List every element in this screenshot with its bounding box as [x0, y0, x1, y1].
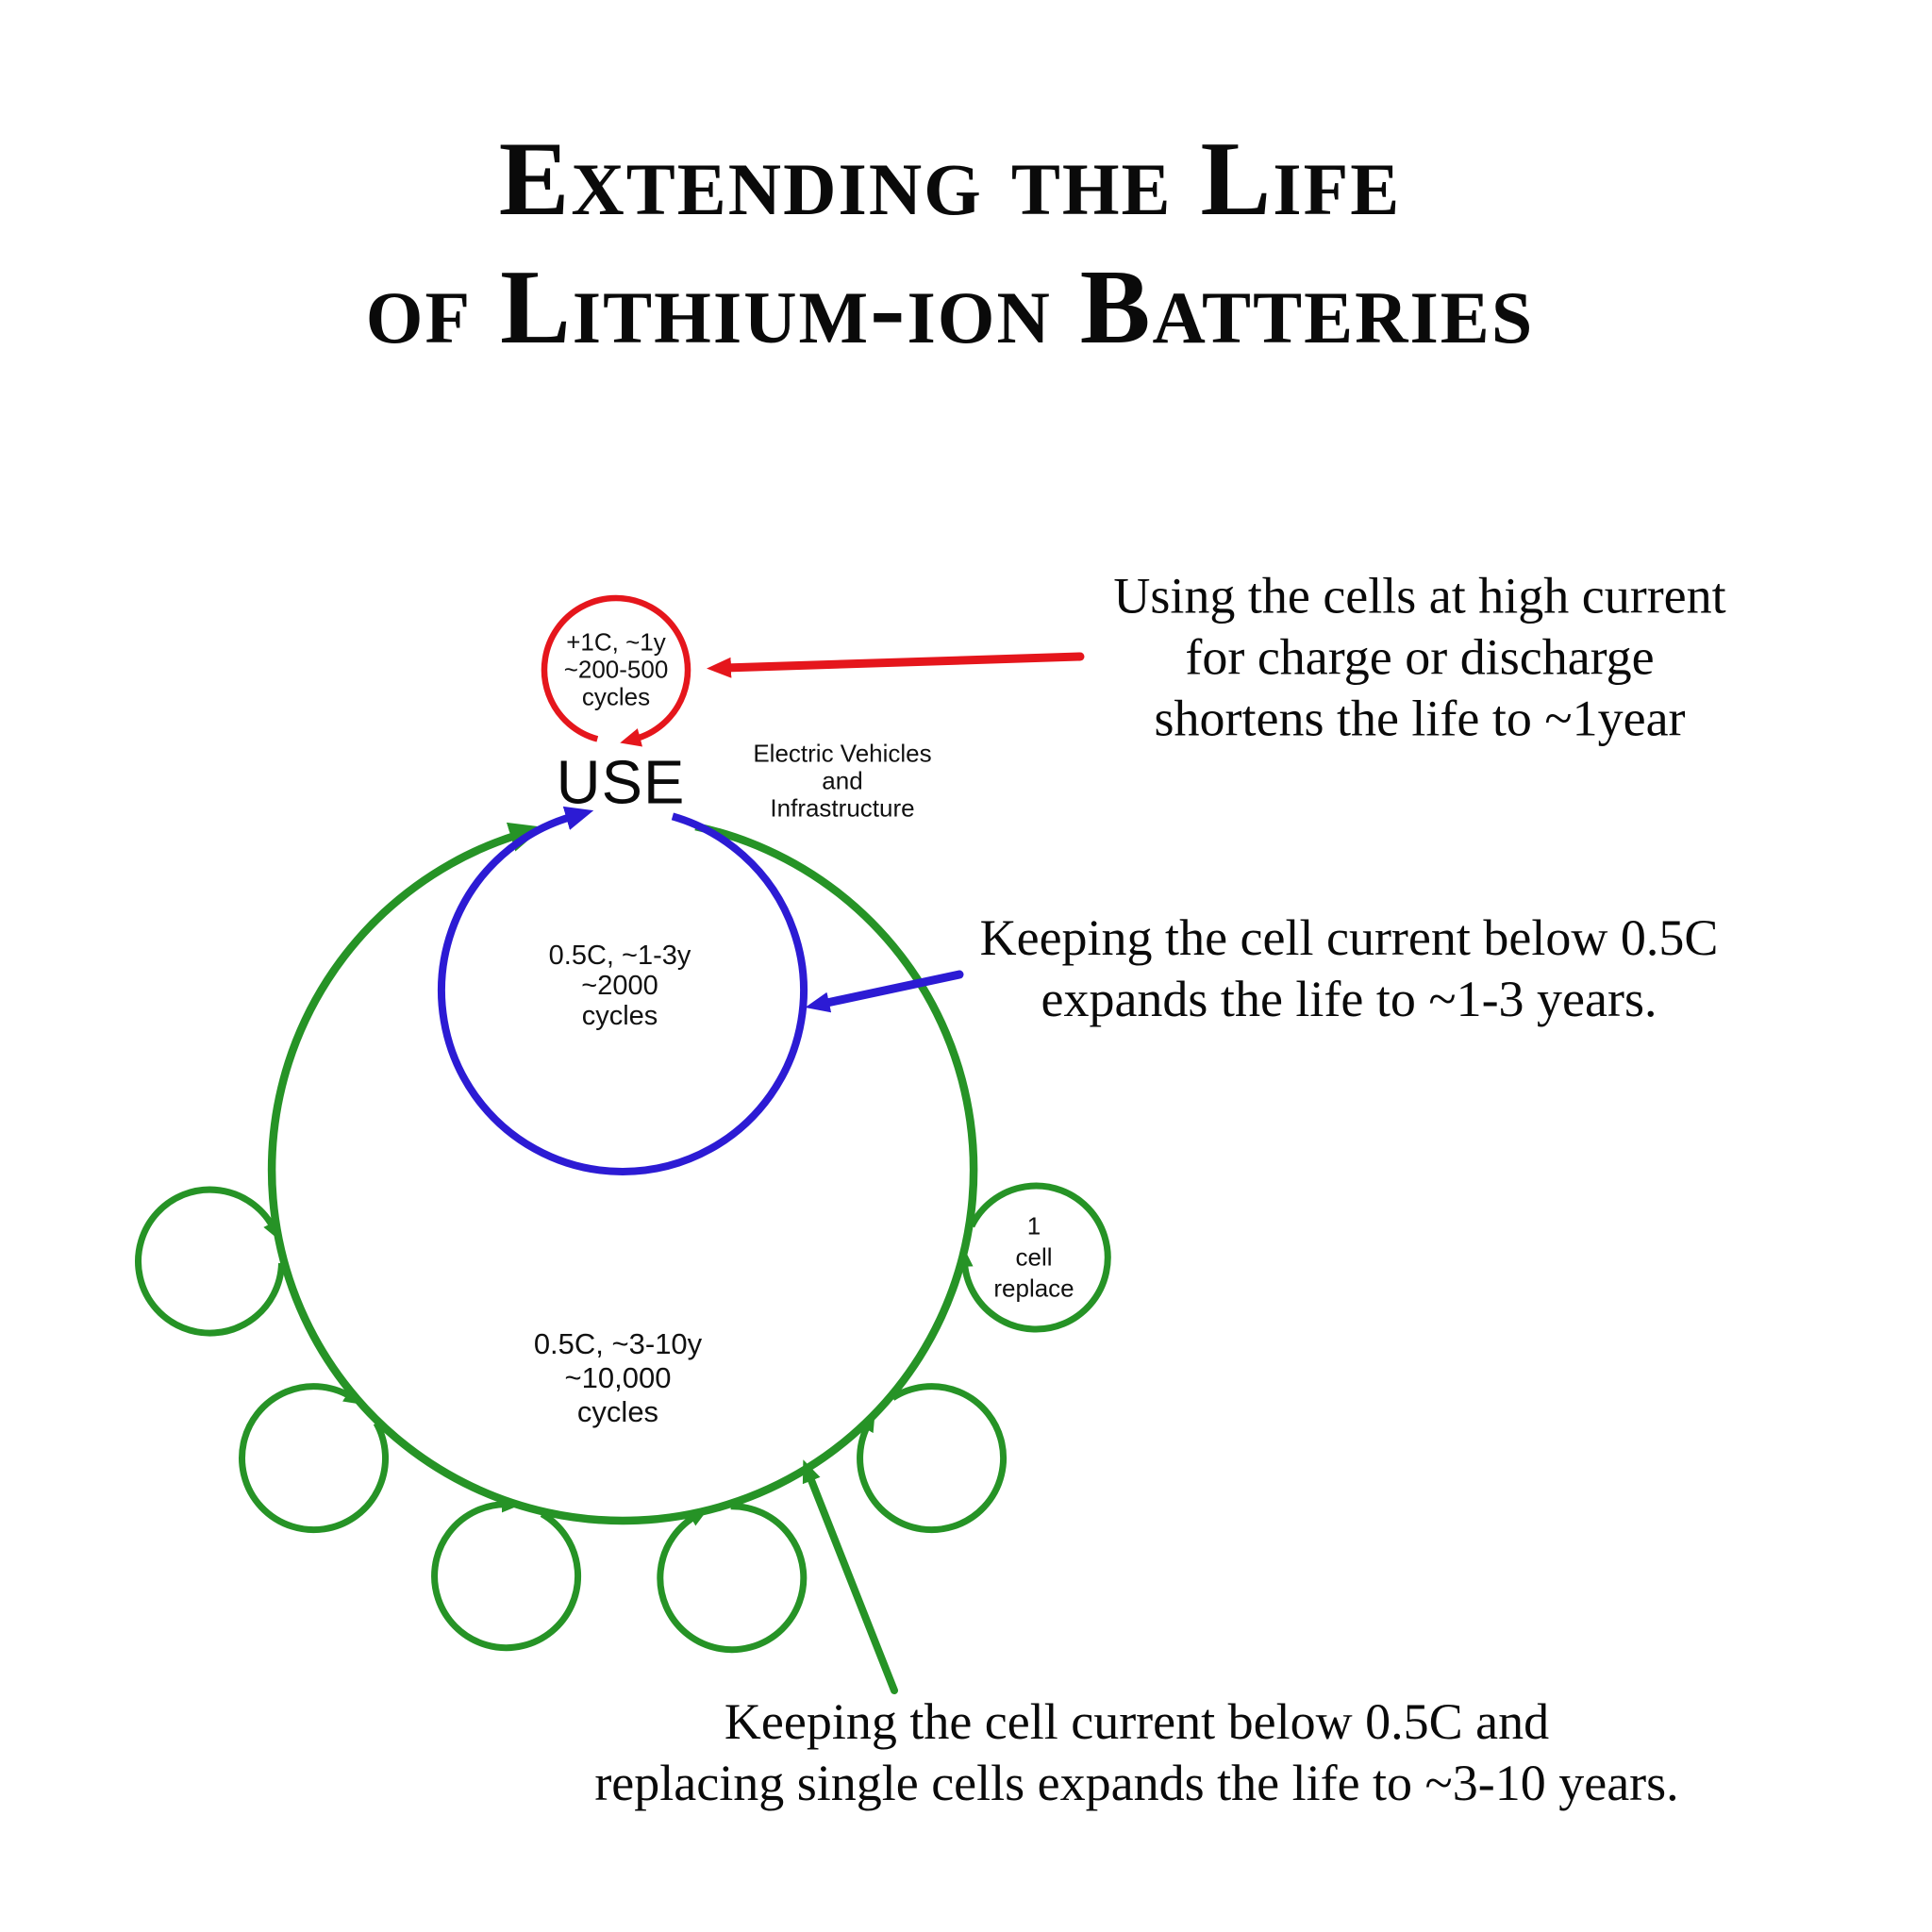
use-label: USE [556, 747, 686, 817]
page-title: Extending the Life of Lithium-ion Batter… [366, 115, 1534, 372]
cell-replace-line3: replace [993, 1274, 1074, 1303]
cell-replace-label: 1 cell replace [993, 1211, 1074, 1305]
red-annotation-arrow [707, 652, 1085, 678]
satellite-cycle-circle [135, 1186, 285, 1337]
page-title-line1: Extending the Life [498, 121, 1402, 238]
high-current-note-line1: Using the cells at high current [1113, 567, 1726, 625]
high-current-cycle-label: +1C, ~1y ~200-500 cycles [563, 627, 669, 711]
satellite-cycle-circle [857, 1383, 1008, 1534]
long-cycle-circle [267, 822, 978, 1525]
high-current-note-line3: shortens the life to ~1year [1154, 690, 1686, 747]
long-cycle-label: 0.5C, ~3-10y ~10,000 cycles [534, 1327, 702, 1429]
long-cycle-line3: cycles [576, 1395, 659, 1428]
satellite-cycle-circle [239, 1383, 389, 1534]
satellite-cycle-circle [431, 1495, 582, 1652]
medium-note-line1: Keeping the cell current below 0.5C [979, 909, 1719, 966]
medium-cycle-circle [438, 806, 808, 1175]
cell-replace-line2: cell [1015, 1242, 1053, 1272]
page-title-line2: of Lithium-ion Batteries [365, 249, 1535, 366]
high-current-note: Using the cells at high current for char… [1113, 566, 1725, 750]
medium-cycle-line3: cycles [581, 1001, 658, 1031]
medium-note-line2: expands the life to ~1-3 years. [1041, 971, 1657, 1027]
high-current-cycle-line2: ~200-500 [563, 655, 669, 684]
high-current-note-line2: for charge or discharge [1185, 628, 1655, 686]
blue-annotation-arrow [805, 970, 964, 1013]
satellite-cycle-circle [657, 1503, 808, 1654]
medium-note: Keeping the cell current below 0.5C expa… [980, 908, 1719, 1030]
context-label: Electric Vehicles and Infrastructure [753, 739, 932, 823]
long-note-line2: replacing single cells expands the life … [594, 1755, 1679, 1811]
medium-cycle-line1: 0.5C, ~1-3y [548, 941, 691, 971]
context-label-line3: Infrastructure [770, 793, 915, 823]
cell-replace-cycle-circle [956, 1182, 1111, 1333]
high-current-cycle-line1: +1C, ~1y [566, 627, 666, 657]
green-annotation-arrow [802, 1459, 898, 1694]
high-current-cycle-line3: cycles [581, 682, 651, 711]
long-note-line1: Keeping the cell current below 0.5C and [724, 1693, 1550, 1750]
context-label-line2: and [822, 766, 863, 795]
context-label-line1: Electric Vehicles [753, 739, 932, 768]
medium-cycle-label: 0.5C, ~1-3y ~2000 cycles [549, 941, 691, 1031]
long-cycle-line1: 0.5C, ~3-10y [533, 1327, 703, 1360]
high-current-cycle-circle [541, 594, 691, 747]
medium-cycle-line2: ~2000 [581, 971, 658, 1001]
cell-replace-line1: 1 [1026, 1211, 1041, 1241]
long-note: Keeping the cell current below 0.5C and … [594, 1691, 1678, 1814]
long-cycle-line2: ~10,000 [564, 1361, 672, 1394]
